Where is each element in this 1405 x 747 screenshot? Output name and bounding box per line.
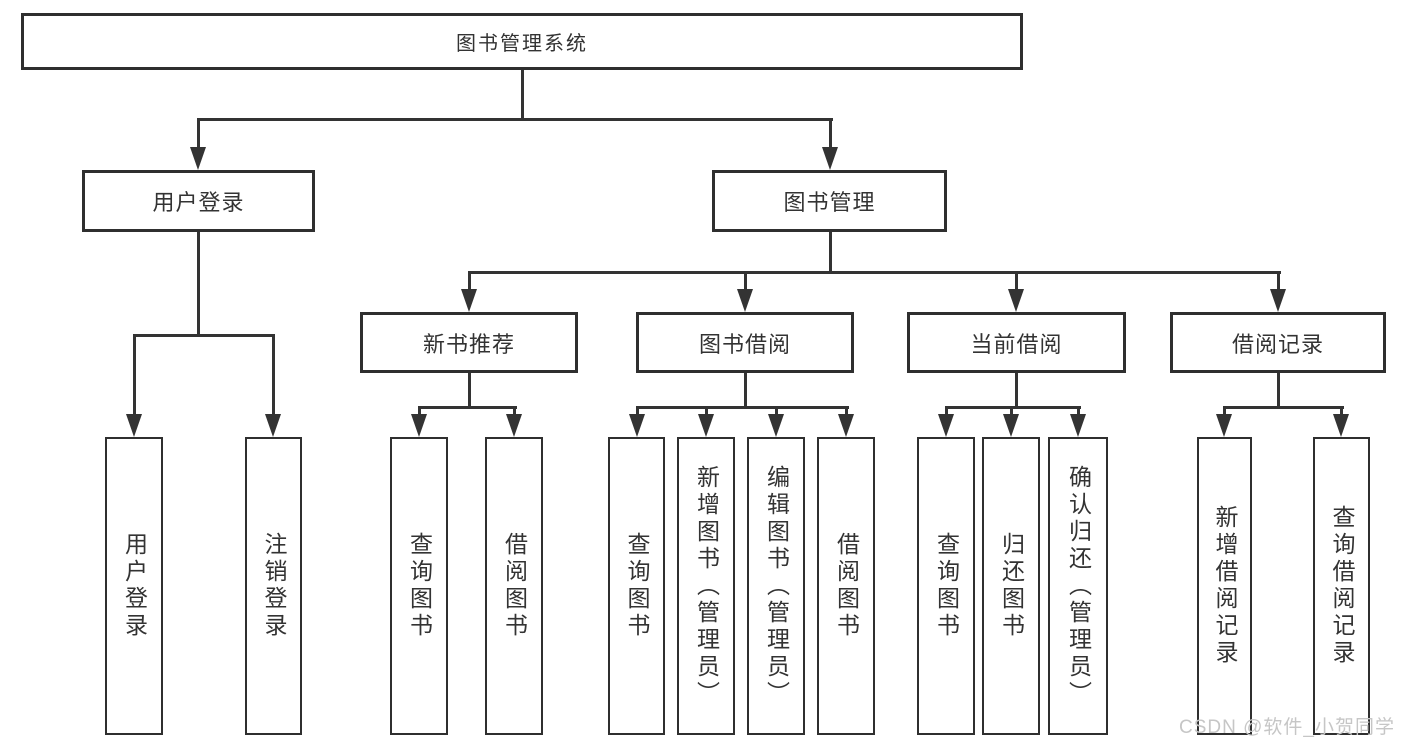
connector-line <box>133 334 275 337</box>
node-book-borrowing-label: 图书借阅 <box>698 331 791 357</box>
connector-line <box>1015 271 1018 301</box>
node-user-login-label: 用户登录 <box>152 190 245 215</box>
connector-line <box>133 334 136 424</box>
csdn-watermark: CSDN @软件_小贺同学 <box>1179 717 1395 738</box>
leaf-borrowing-add-books: 新增图书（管理员） <box>677 437 735 735</box>
node-book-management-label: 图书管理 <box>783 190 876 215</box>
connector-line <box>468 373 471 409</box>
arrowhead-down-icon <box>265 414 281 437</box>
node-root: 图书管理系统 <box>21 13 1023 70</box>
node-borrowing-records: 借阅记录 <box>1170 312 1386 373</box>
connector-line <box>272 334 275 424</box>
connector-line <box>197 118 200 158</box>
leaf-recommend-borrow-books: 借阅图书 <box>485 437 543 735</box>
connector-line <box>636 406 849 409</box>
connector-line <box>829 118 832 158</box>
leaf-current-return-books-label: 归还图书 <box>998 532 1025 640</box>
connector-line <box>468 271 1281 274</box>
arrowhead-down-icon <box>506 414 522 437</box>
leaf-records-query-record-label: 查询借阅记录 <box>1329 505 1355 667</box>
node-user-login: 用户登录 <box>82 170 315 232</box>
arrowhead-down-icon <box>1270 289 1286 312</box>
arrowhead-down-icon <box>1216 414 1232 437</box>
leaf-borrowing-edit-books-label: 编辑图书（管理员） <box>763 464 790 708</box>
connector-line <box>1277 373 1280 409</box>
leaf-borrowing-borrow-books-label: 借阅图书 <box>833 532 860 640</box>
leaf-current-return-books: 归还图书 <box>982 437 1040 735</box>
leaf-current-query-books-label: 查询图书 <box>933 532 960 640</box>
node-root-label: 图书管理系统 <box>456 33 588 55</box>
leaf-user-login-label: 用户登录 <box>121 532 148 640</box>
node-new-book-recommend-label: 新书推荐 <box>422 331 515 357</box>
leaf-borrowing-add-books-label: 新增图书（管理员） <box>693 464 720 708</box>
arrowhead-down-icon <box>629 414 645 437</box>
arrowhead-down-icon <box>461 289 477 312</box>
arrowhead-down-icon <box>698 414 714 437</box>
arrowhead-down-icon <box>737 289 753 312</box>
leaf-current-confirm-return-label: 确认归还（管理员） <box>1065 464 1092 708</box>
node-book-management: 图书管理 <box>712 170 947 232</box>
leaf-borrowing-query-books: 查询图书 <box>608 437 665 735</box>
leaf-borrowing-edit-books: 编辑图书（管理员） <box>747 437 805 735</box>
connector-line <box>744 373 747 409</box>
arrowhead-down-icon <box>938 414 954 437</box>
leaf-current-query-books: 查询图书 <box>917 437 975 735</box>
node-new-book-recommend: 新书推荐 <box>360 312 578 373</box>
arrowhead-down-icon <box>1008 289 1024 312</box>
connector-line <box>468 271 471 301</box>
leaf-recommend-borrow-books-label: 借阅图书 <box>501 532 528 640</box>
connector-line <box>197 232 200 336</box>
connector-line <box>829 232 832 273</box>
arrowhead-down-icon <box>1003 414 1019 437</box>
arrowhead-down-icon <box>1333 414 1349 437</box>
arrowhead-down-icon <box>1070 414 1086 437</box>
arrowhead-down-icon <box>768 414 784 437</box>
arrowhead-down-icon <box>822 147 838 170</box>
connector-line <box>1015 373 1018 409</box>
node-current-borrowing-label: 当前借阅 <box>970 331 1063 357</box>
leaf-records-query-record: 查询借阅记录 <box>1313 437 1370 735</box>
leaf-records-add-record: 新增借阅记录 <box>1197 437 1252 735</box>
node-borrowing-records-label: 借阅记录 <box>1231 331 1324 357</box>
connector-line <box>418 406 517 409</box>
connector-line <box>1223 406 1344 409</box>
leaf-logout: 注销登录 <box>245 437 302 735</box>
leaf-current-confirm-return: 确认归还（管理员） <box>1048 437 1108 735</box>
connector-line <box>744 271 747 301</box>
leaf-records-add-record-label: 新增借阅记录 <box>1212 505 1238 667</box>
leaf-user-login: 用户登录 <box>105 437 163 735</box>
arrowhead-down-icon <box>411 414 427 437</box>
leaf-borrowing-query-books-label: 查询图书 <box>624 532 650 640</box>
leaf-recommend-query-books: 查询图书 <box>390 437 448 735</box>
leaf-borrowing-borrow-books: 借阅图书 <box>817 437 875 735</box>
leaf-logout-label: 注销登录 <box>261 532 287 640</box>
arrowhead-down-icon <box>838 414 854 437</box>
arrowhead-down-icon <box>126 414 142 437</box>
connector-line <box>521 70 524 119</box>
connector-line <box>197 118 833 121</box>
node-current-borrowing: 当前借阅 <box>907 312 1126 373</box>
arrowhead-down-icon <box>190 147 206 170</box>
leaf-recommend-query-books-label: 查询图书 <box>406 532 433 640</box>
connector-line <box>945 406 1081 409</box>
node-book-borrowing: 图书借阅 <box>636 312 854 373</box>
connector-line <box>1277 271 1280 301</box>
